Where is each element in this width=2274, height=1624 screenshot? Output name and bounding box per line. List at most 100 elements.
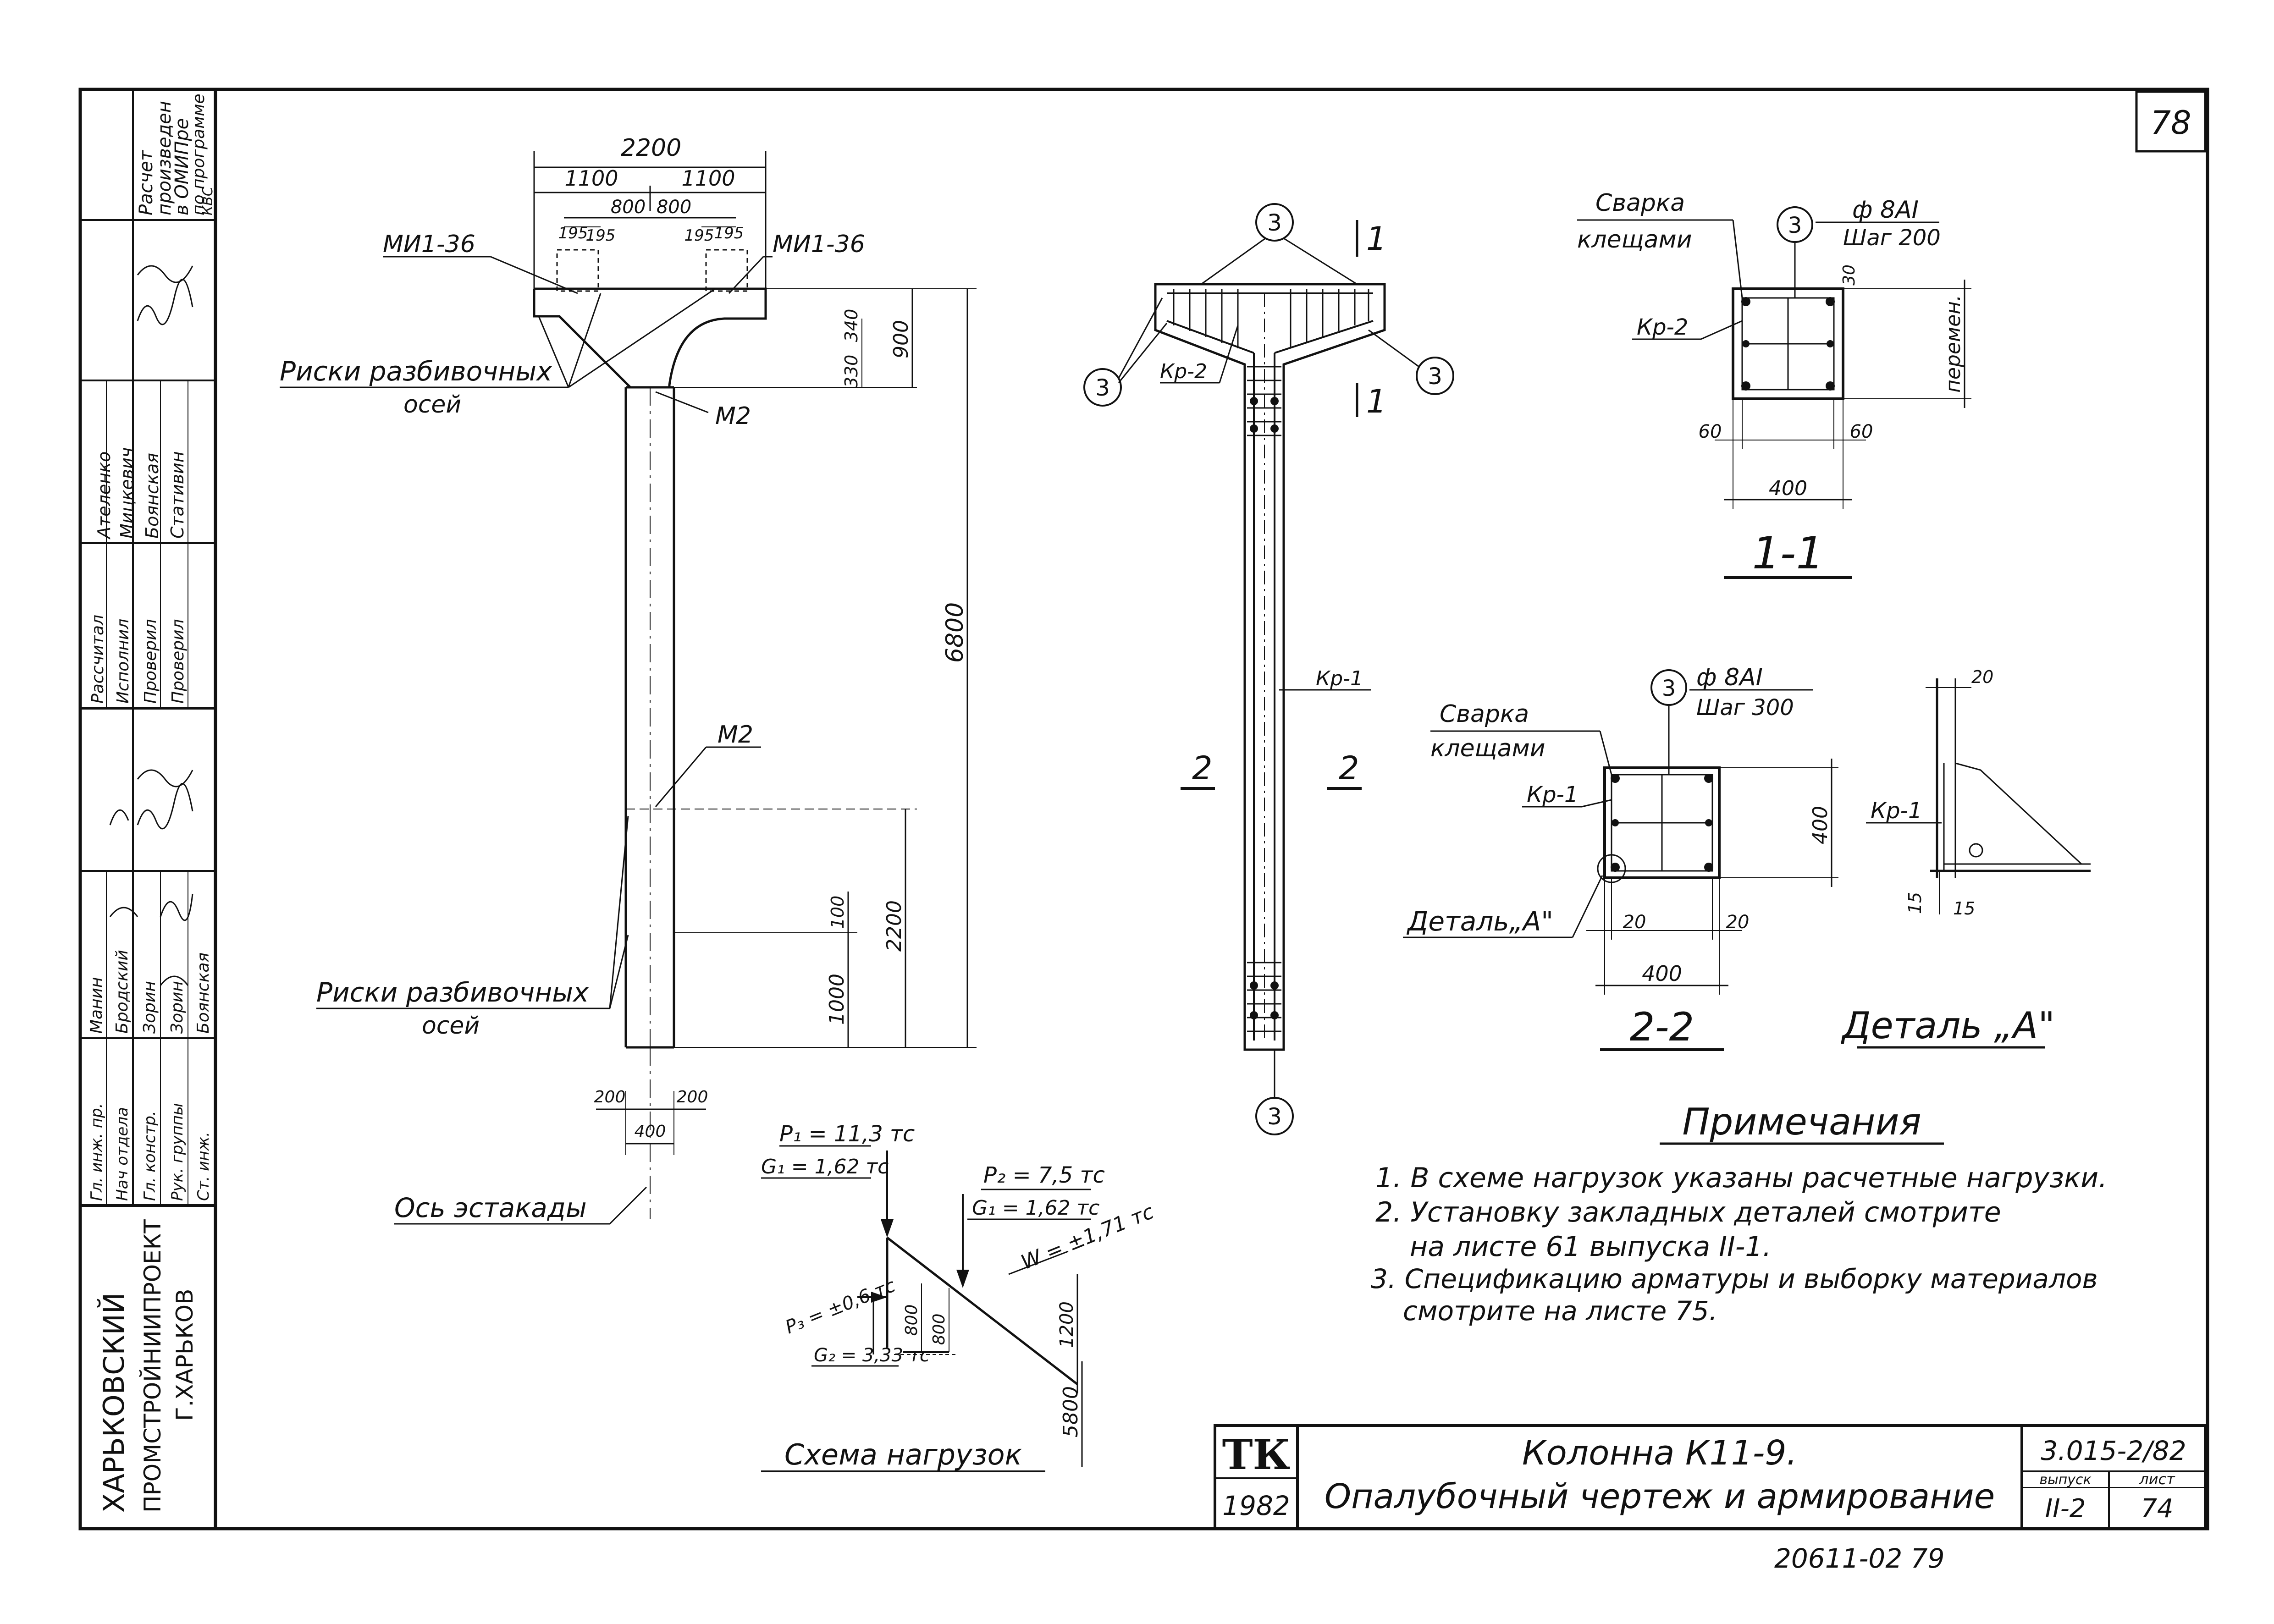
shaft-bottom-stirrups: [1247, 962, 1281, 1032]
load-g1-left: G₁ = 1,62 тс: [761, 1155, 889, 1178]
note-line-3: на листе 61 выпуска II-1.: [1410, 1231, 1772, 1263]
signature-scribble: [109, 809, 138, 917]
section-mark-2-right: 2: [1339, 749, 1359, 787]
label-m2-mid: М2: [718, 721, 753, 749]
signature-scribble: [137, 265, 193, 325]
label-kr1: Кр-1: [1316, 667, 1363, 690]
title-sheet-label: лист: [2139, 1470, 2175, 1488]
section-mark-2-left: 2: [1192, 749, 1213, 787]
load-dim-5800: 5800: [1059, 1386, 1082, 1437]
dim-340: 340: [841, 309, 861, 342]
note-line-1: 1. В схеме нагрузок указаны расчетные на…: [1375, 1162, 2107, 1194]
bar-mark-3-top: 3: [1267, 209, 1282, 236]
bar-mark-3-bottom: 3: [1267, 1103, 1282, 1130]
label-risks-top: Риски разбивочных: [280, 356, 552, 387]
dim-800-left: 800: [611, 197, 646, 218]
section22-bar-spec: ф 8AI: [1696, 664, 1763, 691]
shaft-top-stirrups: [1247, 366, 1281, 436]
calc-note-3: в ОМИПре: [171, 118, 193, 215]
arrow-p2: [956, 1270, 969, 1288]
section11-title: 1-1: [1752, 528, 1824, 579]
dim-800-right: 800: [657, 197, 691, 218]
detail-a-dim-15-right: 15: [1953, 898, 1975, 919]
section11-dim-60-right: 60: [1850, 421, 1873, 442]
section-mark-1-top: 1: [1366, 220, 1387, 258]
label-risks-bottom-2: осей: [422, 1012, 480, 1040]
bar-mark-3-right: 3: [1428, 363, 1442, 390]
calc-note-5: КВС: [200, 187, 216, 215]
load-dim-800-b: 800: [930, 1314, 949, 1345]
load-dim-1200: 1200: [1056, 1301, 1077, 1348]
arrow-p1: [881, 1219, 894, 1238]
notes: Примечания 1. В схеме нагрузок указаны р…: [1371, 1101, 2107, 1327]
title-line-2: Опалубочный чертеж и армирование: [1325, 1477, 1995, 1516]
section-1-1: Сварка клещами 3 ф 8AI Шаг 200 Кр-2 30 п…: [1577, 189, 1971, 579]
label-kr2: Кр-2: [1160, 360, 1207, 383]
dim-195-b: 195: [586, 226, 616, 245]
label-mi1-36-right: МИ1-36: [773, 231, 865, 258]
calc-note-2: произведен: [154, 101, 175, 215]
stamp-role-left-4: Рук. группы: [168, 1103, 187, 1201]
load-g1-right: G₁ = 1,62 тс: [972, 1196, 1099, 1220]
dim-900: 900: [889, 320, 913, 358]
stamp-role-left-2: Нач отдела: [113, 1107, 132, 1201]
section11-weld-line2: клещами: [1577, 226, 1692, 253]
calc-note-4: по программе: [189, 94, 208, 215]
stamp-role-left-5: Ст. инж.: [194, 1132, 213, 1201]
column-elevation: 2200 1100 1100 800 800 195 195 195 195 9…: [280, 134, 977, 1225]
stamp-role-right-3: Проверил: [141, 619, 160, 704]
section22-title: 2-2: [1630, 1004, 1694, 1050]
load-p3: P₃ = ±0,6 тс: [783, 1275, 899, 1338]
stamp-name-right-4: Стативин: [167, 451, 188, 539]
stamp-name-right-2: Мицкевич: [117, 447, 137, 539]
section22-weld-line1: Сварка: [1440, 700, 1529, 728]
section22-dim-400: 400: [1642, 961, 1682, 986]
section22-dim-20-right: 20: [1726, 912, 1750, 933]
detail-a: 20 Кр-1 15 15 Деталь „А": [1841, 667, 2091, 1049]
signature-scribble: [160, 893, 193, 986]
section22-dim-20-left: 20: [1623, 912, 1646, 933]
load-p1: P₁ = 11,3 тс: [779, 1121, 915, 1147]
load-g2: G₂ = 3,33 тс: [814, 1345, 930, 1366]
section22-dim-400-side: 400: [1809, 806, 1832, 844]
title-issue-label: выпуск: [2039, 1472, 2091, 1488]
stamp-role-right-4: Проверил: [169, 619, 188, 704]
label-risks-bottom: Риски разбивочных: [316, 977, 589, 1008]
signature-scribble: [137, 769, 193, 830]
title-series: ТК: [1222, 1431, 1291, 1479]
stamp-role-right-1: Рассчитал: [88, 615, 107, 704]
dim-1100-left: 1100: [564, 166, 618, 191]
title-issue: II-2: [2045, 1494, 2086, 1524]
section11-bar-spec: ф 8AI: [1852, 196, 1919, 224]
title-sheet: 74: [2141, 1494, 2173, 1524]
sheet-frame: 78: [78, 88, 2209, 1530]
title-code: 3.015-2/82: [2041, 1435, 2186, 1466]
label-risks-top-2: осей: [403, 391, 461, 418]
stamp-column: Расчет произведен в ОМИПре по программе …: [80, 89, 216, 1513]
title-line-1: Колонна К11-9.: [1522, 1433, 1797, 1473]
head-stirrups: [1173, 289, 1369, 348]
note-line-5: смотрите на листе 75.: [1403, 1295, 1717, 1327]
notes-heading: Примечания: [1682, 1101, 1921, 1143]
reinforcement-view: 3 3 3 3 Кр-2 Кр-1 1 1 2 2: [1083, 203, 1454, 1135]
load-scheme-title: Схема нагрузок: [784, 1438, 1022, 1471]
section11-dim-60-left: 60: [1699, 421, 1722, 442]
section11-step: Шаг 200: [1843, 225, 1941, 251]
archive-number: 20611-02 79: [1774, 1543, 1944, 1574]
label-axis: Ось эстакады: [394, 1192, 587, 1223]
stamp-role-left-3: Гл. констр.: [141, 1111, 159, 1201]
detail-a-dim-15-left: 15: [1905, 892, 1925, 914]
stamp-role-right-2: Исполнил: [114, 619, 132, 704]
dim-2200: 2200: [621, 134, 681, 162]
section11-dim-400: 400: [1769, 477, 1807, 500]
stamp-role-left-1: Гл. инж. пр.: [88, 1103, 106, 1201]
calc-note-1: Расчет: [136, 149, 157, 215]
stamp-name-left-3: Зорин: [140, 981, 159, 1034]
org-line-3: Г.ХАРЬКОВ: [171, 1289, 198, 1421]
bar-dots: [1250, 397, 1279, 1019]
section22-label-kr1: Кр-1: [1527, 782, 1578, 808]
dim-400: 400: [635, 1122, 666, 1141]
section-mark-1-bottom: 1: [1366, 383, 1387, 420]
dim-195-d: 195: [714, 224, 744, 242]
